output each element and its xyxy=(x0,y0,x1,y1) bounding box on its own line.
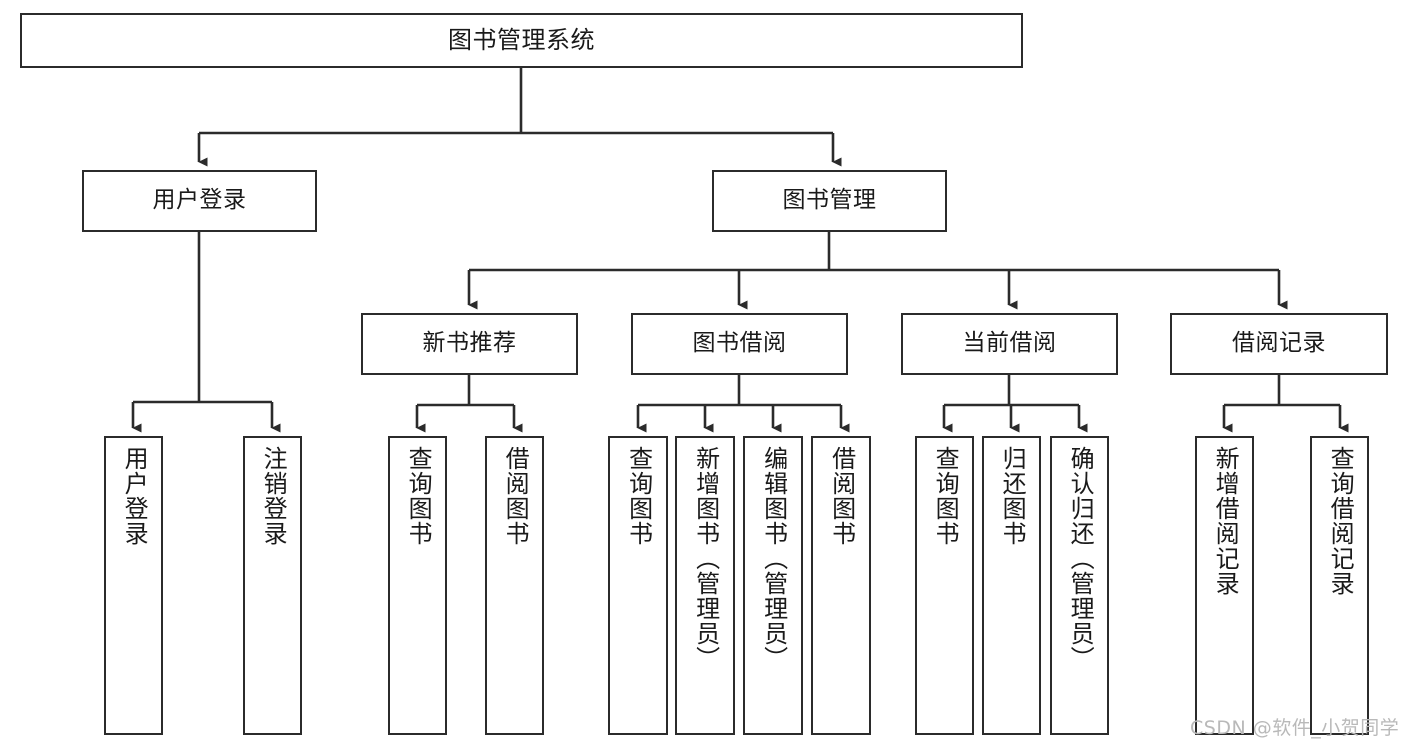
leaf-confirm-return-admin[interactable]: 确认归还（管理员） xyxy=(1050,436,1109,735)
leaf-query-book-3[interactable]: 查询图书 xyxy=(915,436,974,735)
watermark: CSDN @软件_小贺同学 xyxy=(1190,717,1400,739)
leaf-return-book-label: 归还图书 xyxy=(998,446,1027,546)
leaf-borrow-book-2-label: 借阅图书 xyxy=(827,446,856,546)
node-book-borrow[interactable]: 图书借阅 xyxy=(631,313,848,375)
node-current-borrow[interactable]: 当前借阅 xyxy=(901,313,1118,375)
leaf-query-book-3-label: 查询图书 xyxy=(931,446,960,546)
leaf-add-borrow-record[interactable]: 新增借阅记录 xyxy=(1195,436,1254,735)
leaf-logout-login[interactable]: 注销登录 xyxy=(243,436,302,735)
leaf-add-borrow-record-label: 新增借阅记录 xyxy=(1211,446,1240,596)
leaf-add-book-admin-label: 新增图书（管理员） xyxy=(691,446,720,671)
node-current-borrow-label: 当前借阅 xyxy=(962,330,1057,357)
leaf-confirm-return-admin-label: 确认归还（管理员） xyxy=(1066,446,1095,671)
leaf-query-borrow-record[interactable]: 查询借阅记录 xyxy=(1310,436,1369,735)
node-user-login[interactable]: 用户登录 xyxy=(82,170,317,232)
leaf-edit-book-admin-label: 编辑图书（管理员） xyxy=(759,446,788,671)
leaf-query-book-2[interactable]: 查询图书 xyxy=(608,436,668,735)
leaf-edit-book-admin[interactable]: 编辑图书（管理员） xyxy=(743,436,803,735)
leaf-borrow-book-2[interactable]: 借阅图书 xyxy=(811,436,871,735)
node-new-book-recommend[interactable]: 新书推荐 xyxy=(361,313,578,375)
leaf-add-book-admin[interactable]: 新增图书（管理员） xyxy=(675,436,735,735)
leaf-query-book-1[interactable]: 查询图书 xyxy=(388,436,447,735)
node-root-label: 图书管理系统 xyxy=(448,26,595,55)
node-borrow-record[interactable]: 借阅记录 xyxy=(1170,313,1388,375)
leaf-query-book-1-label: 查询图书 xyxy=(404,446,433,546)
leaf-query-borrow-record-label: 查询借阅记录 xyxy=(1326,446,1355,596)
node-new-book-recommend-label: 新书推荐 xyxy=(422,330,517,357)
leaf-logout-login-label: 注销登录 xyxy=(259,446,288,546)
leaf-user-login[interactable]: 用户登录 xyxy=(104,436,163,735)
node-book-management[interactable]: 图书管理 xyxy=(712,170,947,232)
node-book-management-label: 图书管理 xyxy=(782,187,877,214)
node-borrow-record-label: 借阅记录 xyxy=(1232,330,1326,357)
leaf-borrow-book-1-label: 借阅图书 xyxy=(501,446,530,546)
node-book-borrow-label: 图书借阅 xyxy=(692,330,787,357)
leaf-query-book-2-label: 查询图书 xyxy=(624,446,653,546)
node-root[interactable]: 图书管理系统 xyxy=(20,13,1023,68)
leaf-user-login-label: 用户登录 xyxy=(120,446,149,546)
node-user-login-label: 用户登录 xyxy=(152,187,247,214)
leaf-return-book[interactable]: 归还图书 xyxy=(982,436,1041,735)
leaf-borrow-book-1[interactable]: 借阅图书 xyxy=(485,436,544,735)
